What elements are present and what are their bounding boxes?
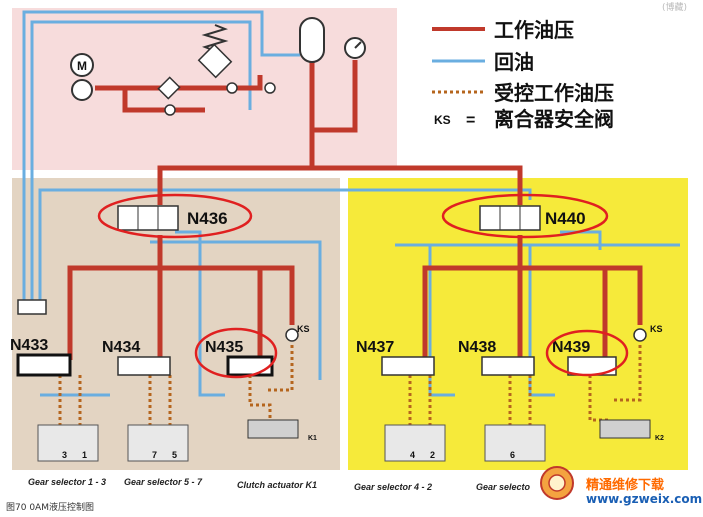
figure-caption: 图70 0AM液压控制图 <box>6 503 94 513</box>
check-valve-icon <box>226 82 238 94</box>
k2-label: K2 <box>655 435 664 442</box>
num-7: 7 <box>152 450 157 460</box>
gear-selector-42-actuator <box>384 424 446 462</box>
watermark-url: www.gzweix.com <box>586 492 703 506</box>
ks-valve-right-icon <box>633 328 647 342</box>
num-2: 2 <box>430 450 435 460</box>
valve-n439-highlight <box>545 329 629 377</box>
num-1: 1 <box>82 450 87 460</box>
num-6: 6 <box>510 450 515 460</box>
gear-selector-partial-label: Gear selecto <box>476 482 531 492</box>
gear-selector-42-label: Gear selector 4 - 2 <box>354 482 432 492</box>
gear-selector-13-actuator <box>37 424 99 462</box>
legend-controlled-text: 受控工作油压 <box>494 81 614 105</box>
motor-icon <box>70 53 94 77</box>
valve-n440-body <box>479 205 541 231</box>
valve-n440-highlight <box>441 193 609 239</box>
check-valve-icon <box>264 82 276 94</box>
watermark-text: 精通维修下载 <box>586 478 665 493</box>
gear-selector-57-actuator <box>127 424 189 462</box>
clutch-k2-actuator <box>599 419 651 439</box>
valve-n437-body <box>381 356 435 376</box>
valve-n434-label: N434 <box>102 339 140 356</box>
num-5: 5 <box>172 450 177 460</box>
gear-selector-57-label: Gear selector 5 - 7 <box>124 477 203 487</box>
ks-valve-left-icon <box>285 328 299 342</box>
valve-n433-body <box>16 353 72 377</box>
valve-n433-label: N433 <box>10 337 48 354</box>
watermark-logo-inner <box>548 474 566 492</box>
valve-n436-label: N436 <box>187 209 228 228</box>
gear-selector-6-actuator <box>484 424 546 462</box>
valve-n438-label: N438 <box>458 339 496 356</box>
filter-icon <box>157 76 181 100</box>
valve-n435-highlight <box>194 327 278 379</box>
valve-n434-body <box>117 356 171 376</box>
working-pressure-lines <box>50 60 643 363</box>
valve-n435-label: N435 <box>205 339 243 356</box>
accumulator-icon <box>299 17 325 63</box>
num-3: 3 <box>62 450 67 460</box>
check-valve-icon <box>164 104 176 116</box>
gear-selector-13-label: Gear selector 1 - 3 <box>28 477 106 487</box>
legend-ks-eq: = <box>466 112 475 129</box>
legend-ks-text: 离合器安全阀 <box>494 107 614 131</box>
valve-n438-body <box>481 356 535 376</box>
controlled-pressure-lines <box>58 345 642 425</box>
clutch-actuator-k1-label: Clutch actuator K1 <box>237 480 317 490</box>
valve-n436-highlight <box>97 193 253 239</box>
gauge-needle <box>354 41 362 49</box>
ks-left-label: KS <box>297 324 310 334</box>
motor-label: M <box>77 59 87 73</box>
valve-n436-body <box>117 205 179 231</box>
legend-ks-key: KS <box>434 113 451 127</box>
legend-pressure-text: 工作油压 <box>494 18 574 42</box>
k1-label: K1 <box>308 435 317 442</box>
clutch-k1-actuator <box>247 419 299 439</box>
pump-icon <box>71 79 93 101</box>
legend-return-text: 回油 <box>494 50 534 74</box>
manifold-block <box>17 299 47 315</box>
ks-right-label: KS <box>650 324 663 334</box>
spring-icon <box>201 24 229 52</box>
pressure-relief-valve-icon <box>197 43 233 79</box>
valve-n439-label: N439 <box>552 339 590 356</box>
top-right-mark: (博藏) <box>662 3 688 13</box>
valve-n440-label: N440 <box>545 209 586 228</box>
num-4: 4 <box>410 450 415 460</box>
valve-n437-label: N437 <box>356 339 394 356</box>
valve-n435-body <box>226 355 274 377</box>
